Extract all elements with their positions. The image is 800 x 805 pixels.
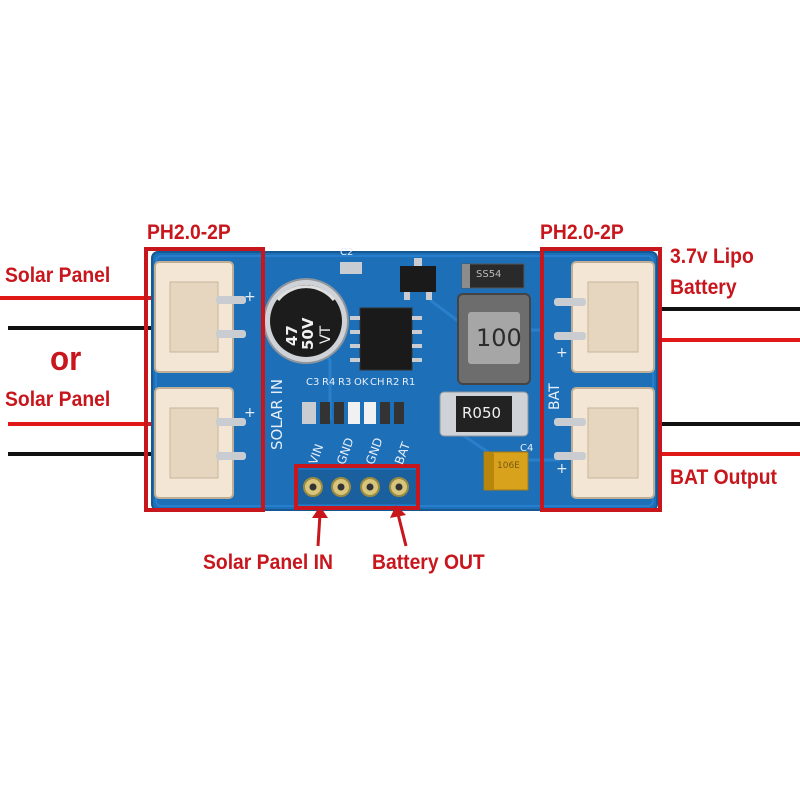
ref-c4: C4 [520, 443, 534, 454]
ref-r2: R2 [386, 377, 400, 388]
right-connector-top [554, 261, 655, 373]
tantalum-capacitor [483, 451, 529, 491]
tantalum-marking: 106E [497, 461, 520, 471]
sense-resistor [439, 391, 529, 437]
solar-panel-in-label: Solar Panel IN [203, 551, 333, 574]
left-connector-top [154, 261, 246, 373]
arrow-solar-panel-in [312, 506, 328, 547]
plus-right-bottom: + [556, 461, 568, 477]
ref-ok: OK [354, 377, 369, 388]
right-connector-bottom [554, 387, 655, 499]
right-connector-highlight [540, 247, 662, 512]
left-connector-bottom [154, 387, 246, 499]
smd-components [302, 262, 404, 424]
inductor-marking: 100 [476, 324, 522, 352]
transistor [400, 258, 436, 300]
resistor-marking: R050 [462, 404, 502, 422]
ref-r4: R4 [322, 377, 336, 388]
plus-left-bottom: + [244, 405, 256, 421]
ref-r3: R3 [338, 377, 352, 388]
inductor [457, 293, 531, 385]
ic-chip [350, 307, 422, 371]
electrolytic-capacitor [263, 278, 349, 364]
left-connector-highlight [144, 247, 265, 512]
ref-ch: CH [370, 377, 385, 388]
capacitor-value: 47 [283, 325, 301, 346]
solar-in-marking: SOLAR IN [268, 378, 286, 450]
ref-c2: C2 [340, 247, 354, 258]
plus-left-top: + [244, 289, 256, 305]
diode-marking: SS54 [476, 269, 502, 280]
or-label: or [50, 340, 82, 378]
bat-marking: BAT [547, 383, 563, 410]
plus-right-top: + [556, 345, 568, 361]
bat-output-label: BAT Output [670, 466, 777, 489]
pin-header-highlight [294, 464, 420, 510]
pin-header [298, 470, 416, 504]
lipo-label-line1: 3.7v Lipo [670, 245, 754, 268]
ref-c3: C3 [306, 377, 320, 388]
ref-r1: R1 [402, 377, 416, 388]
capacitor-series: VT [318, 325, 334, 344]
diode [461, 263, 525, 289]
right-connector-type-label: PH2.0-2P [540, 221, 624, 244]
solar-panel-top-label: Solar Panel [5, 264, 111, 287]
capacitor-voltage: 50V [299, 317, 317, 350]
battery-out-label: Battery OUT [372, 551, 485, 574]
left-connector-type-label: PH2.0-2P [147, 221, 231, 244]
lipo-label-line2: Battery [670, 276, 737, 299]
solar-panel-bottom-label: Solar Panel [5, 388, 111, 411]
arrow-battery-out [390, 505, 408, 547]
